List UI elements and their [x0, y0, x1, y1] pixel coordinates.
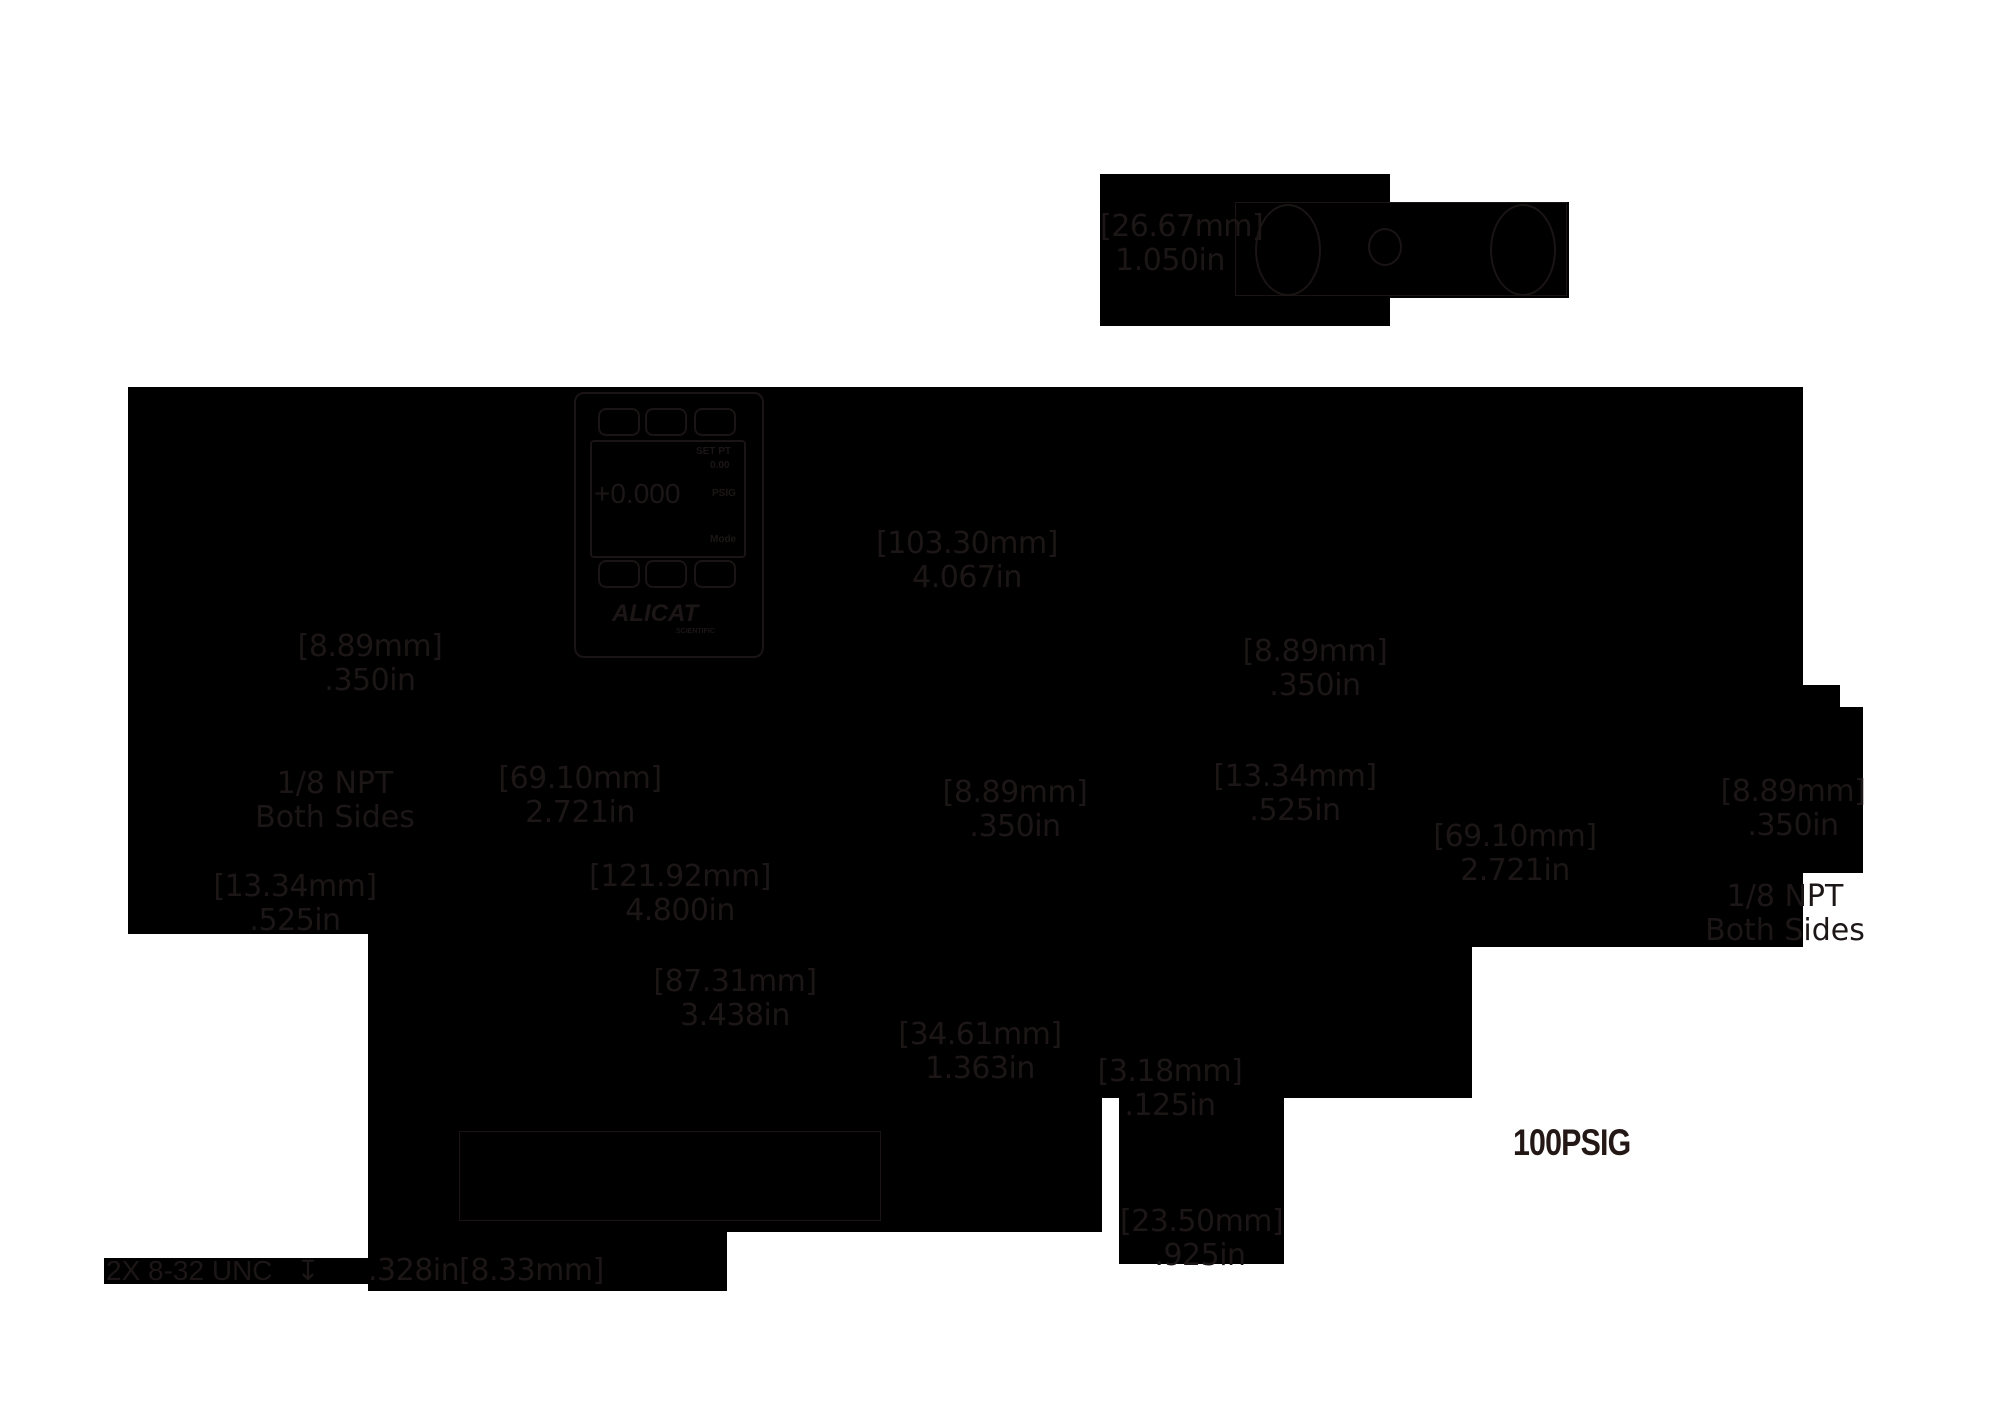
lcd-setpoint-label: SET PT [696, 446, 732, 457]
lcd-screen [590, 440, 746, 558]
dim-in: .350in [1269, 668, 1361, 703]
brand-subtitle: SCIENTIFIC [676, 628, 715, 635]
mask-small-dim [1119, 1098, 1284, 1264]
dim-front-port-offset: [8.89mm] .350in [935, 776, 1095, 844]
dim-mm: [34.61mm] [898, 1017, 1062, 1052]
dim-in: .350in [1747, 808, 1839, 843]
lcd-reading: +0.000 [594, 478, 681, 509]
dim-mm: [121.92mm] [589, 859, 771, 894]
mask-thin-strip [1068, 1098, 1102, 1232]
dim-mm: [103.30mm] [876, 526, 1058, 561]
dim-in: .125in [1124, 1088, 1216, 1123]
dim-mm: [13.34mm] [213, 869, 377, 904]
panel-button-top-1[interactable] [598, 408, 640, 436]
device-front-panel [574, 392, 764, 658]
mask-lower-center [368, 947, 1068, 1232]
brand-logo: ALICAT [612, 600, 699, 627]
mask-top-view [1100, 174, 1390, 326]
port-label-line2: Both Sides [255, 800, 415, 835]
top-view-left-cap-icon [1255, 204, 1321, 296]
port-label-line1: 1/8 NPT [276, 766, 394, 801]
dim-in: 4.800in [625, 893, 735, 928]
dim-in: 1.050in [1115, 243, 1225, 278]
panel-button-bottom-1[interactable] [598, 560, 640, 588]
bottom-view-outline [459, 1131, 881, 1221]
panel-button-top-3[interactable] [694, 408, 736, 436]
dim-mount-spacing: [87.31mm] 3.438in [650, 965, 820, 1033]
dim-mm: [69.10mm] [1433, 819, 1597, 854]
dim-in: 3.438in [680, 998, 790, 1033]
thread-depth: .328in[8.33mm] [368, 1253, 604, 1288]
dim-front-height: [103.30mm] 4.067in [872, 527, 1062, 595]
top-view-body-outline [1235, 202, 1567, 296]
mask-lower-right [1068, 947, 1472, 1098]
dim-mm: [87.31mm] [653, 964, 817, 999]
dim-mm: [23.50mm] [1120, 1204, 1284, 1239]
thread-callout: 2X 8-32 UNC ↧ [104, 1255, 370, 1286]
dim-in: .525in [249, 903, 341, 938]
dim-mm: [26.67mm] [1100, 209, 1264, 244]
lcd-unit: PSIG [712, 488, 736, 499]
dim-mm: [13.34mm] [1213, 759, 1377, 794]
panel-button-top-2[interactable] [645, 408, 687, 436]
port-label-line1: 1/8 NPT [1726, 879, 1844, 914]
range-label: 100PSIG [1513, 1122, 1631, 1163]
dim-mm: [8.89mm] [297, 629, 443, 664]
dim-in: 4.067in [912, 560, 1022, 595]
dim-in: .350in [324, 663, 416, 698]
panel-button-bottom-2[interactable] [645, 560, 687, 588]
thread-spec: 2X 8-32 UNC [106, 1255, 273, 1286]
dim-top-height: [26.67mm] 1.050in [1100, 209, 1264, 278]
dim-overall-length: [121.92mm] 4.800in [580, 860, 780, 928]
dim-in: .350in [969, 809, 1061, 844]
lcd-mode: Mode [710, 534, 737, 545]
dim-rear-depth: [13.34mm] .525in [1205, 760, 1385, 828]
lcd-setpoint-value: 0.00 [710, 460, 730, 471]
thread-depth-mm: [8.33mm] [459, 1253, 604, 1288]
panel-button-bottom-3[interactable] [694, 560, 736, 588]
mask-main-views [128, 387, 1803, 934]
mask-main-right-a [1803, 685, 1840, 707]
depth-symbol-icon: ↧ [296, 1255, 320, 1286]
dim-mm: [8.89mm] [1242, 634, 1388, 669]
dim-mm: [8.89mm] [1720, 774, 1866, 809]
dim-rear-port-offset-right: [8.89mm] .350in [1718, 775, 1868, 843]
dim-in: 2.721in [525, 795, 635, 830]
dim-mm: [69.10mm] [498, 761, 662, 796]
dim-bottom-width: [23.50mm] .925in [1120, 1204, 1284, 1273]
dim-left-depth: [13.34mm] .525in [210, 870, 380, 938]
dim-in: .925in [1154, 1238, 1246, 1273]
dim-mm: [3.18mm] [1097, 1054, 1243, 1089]
top-view-right-cap-icon [1490, 204, 1556, 296]
dim-rear-port-center: [69.10mm] 2.721in [1425, 820, 1605, 888]
right-port-label: 1/8 NPT Both Sides [1700, 880, 1870, 948]
mask-main-right-b [1803, 707, 1863, 873]
left-port-label: 1/8 NPT Both Sides [250, 767, 420, 835]
mask-lower-left-tail [368, 1232, 727, 1291]
dim-in: 2.721in [1460, 853, 1570, 888]
connector-icon [1368, 228, 1402, 266]
dim-rear-port-offset: [8.89mm] .350in [1235, 635, 1395, 703]
mask-main-lower [368, 934, 1803, 947]
dim-edge-offset: [3.18mm] .125in [1095, 1055, 1245, 1123]
dim-mount-offset: [34.61mm] 1.363in [895, 1018, 1065, 1086]
port-label-line2: Both Sides [1705, 913, 1865, 948]
dim-front-port-center: [69.10mm] 2.721in [490, 762, 670, 830]
thread-depth-in: .328in [368, 1253, 460, 1288]
dim-in: 1.363in [925, 1051, 1035, 1086]
dim-left-port-offset: [8.89mm] .350in [295, 630, 445, 698]
dim-in: .525in [1249, 793, 1341, 828]
dim-mm: [8.89mm] [942, 775, 1088, 810]
